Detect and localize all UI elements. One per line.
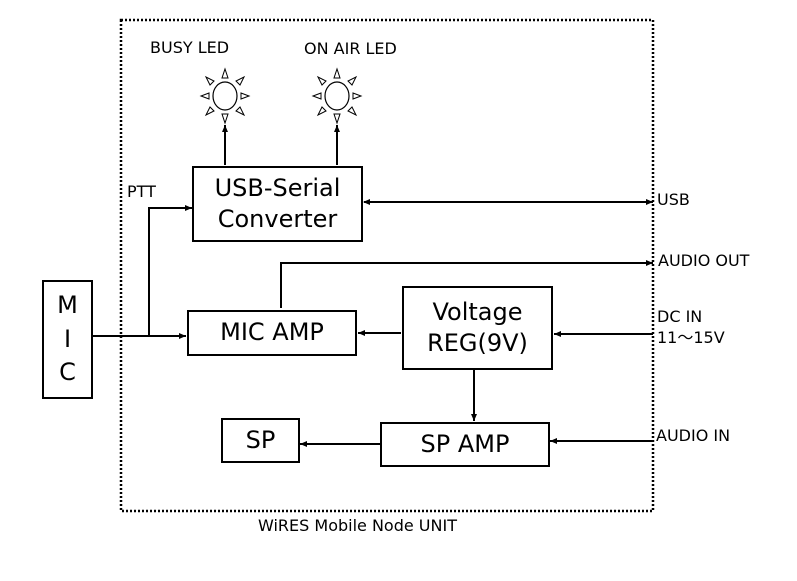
sp-amp-block: SP AMP bbox=[380, 422, 550, 467]
audio-out-label: AUDIO OUT bbox=[658, 251, 750, 270]
audio-in-label: AUDIO IN bbox=[656, 426, 731, 445]
mic-letter-i: I bbox=[63, 324, 72, 353]
dc-in-label: DC IN bbox=[657, 307, 703, 326]
usb-serial-converter-block: USB-Serial Converter bbox=[192, 166, 363, 242]
on-air-led-icon bbox=[312, 68, 362, 124]
on-air-led-label: ON AIR LED bbox=[304, 39, 397, 58]
voltage-reg-line1: Voltage bbox=[432, 297, 523, 326]
mic-letter-c: C bbox=[59, 358, 76, 387]
ptt-label: PTT bbox=[127, 182, 156, 201]
dc-in-voltage-label: 11〜15V bbox=[657, 328, 725, 347]
unit-label: WiRES Mobile Node UNIT bbox=[258, 516, 457, 535]
busy-led-icon bbox=[200, 68, 250, 124]
voltage-reg-line2: REG(9V) bbox=[427, 329, 528, 357]
mic-block: M I C bbox=[42, 280, 93, 399]
sp-block: SP bbox=[221, 418, 300, 463]
usb-label: USB bbox=[657, 190, 690, 209]
voltage-reg-block: Voltage REG(9V) bbox=[402, 286, 553, 370]
busy-led-label: BUSY LED bbox=[150, 38, 230, 57]
usb-serial-line1: USB-Serial bbox=[214, 173, 341, 202]
unit-boundary bbox=[119, 18, 655, 513]
mic-amp-block: MIC AMP bbox=[187, 310, 357, 356]
sp-label: SP bbox=[245, 425, 276, 454]
wire-audio-out bbox=[280, 260, 653, 308]
mic-amp-label: MIC AMP bbox=[220, 318, 324, 347]
wire-ptt bbox=[148, 205, 192, 336]
sp-amp-label: SP AMP bbox=[420, 429, 510, 458]
usb-serial-line2: Converter bbox=[217, 205, 338, 233]
mic-letter-m: M bbox=[57, 291, 78, 320]
